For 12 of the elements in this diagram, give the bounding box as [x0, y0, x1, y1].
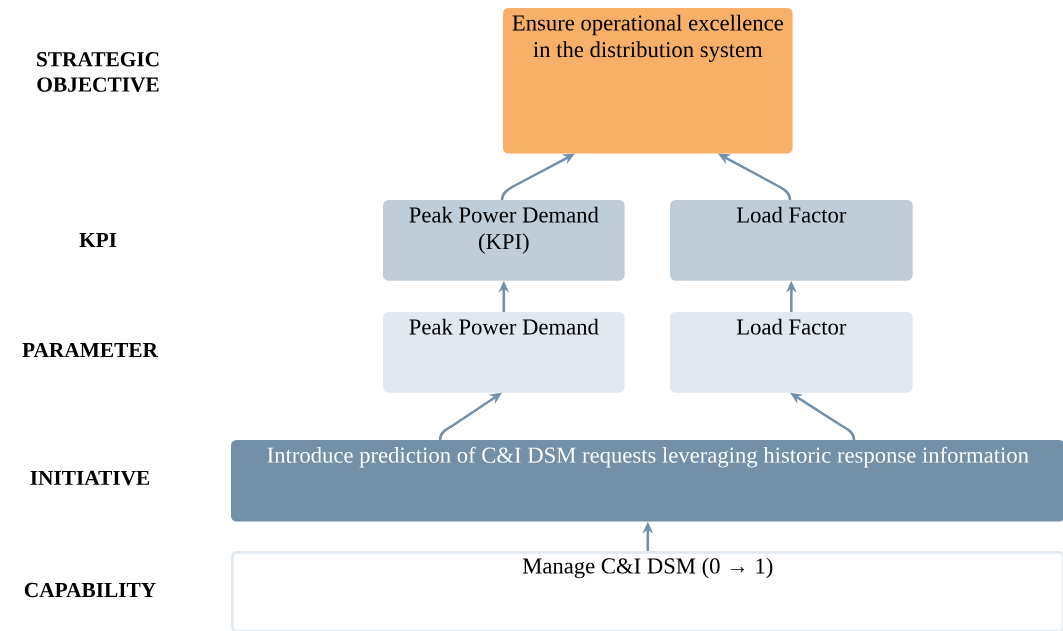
- kpi-box: Peak Power Demand (KPI): [383, 200, 625, 281]
- row-label: INITIATIVE: [30, 470, 150, 486]
- row-label: STRATEGIC OBJECTIVE: [37, 52, 159, 92]
- initiative-box: Introduce prediction of C&I DSM requests leveraging historic response information: [231, 440, 1063, 522]
- capability-box: Manage C&I DSM (0 → 1): [231, 551, 1063, 631]
- kpi-box: Load Factor: [670, 200, 913, 281]
- parameter-box: Load Factor: [670, 312, 913, 393]
- row-label: CAPABILITY: [24, 582, 156, 598]
- row-label: KPI: [79, 233, 117, 247]
- row-label: PARAMETER: [22, 342, 159, 358]
- objective-box: Ensure operational excellence in the distribution system: [503, 8, 793, 154]
- parameter-box: Peak Power Demand: [383, 312, 625, 393]
